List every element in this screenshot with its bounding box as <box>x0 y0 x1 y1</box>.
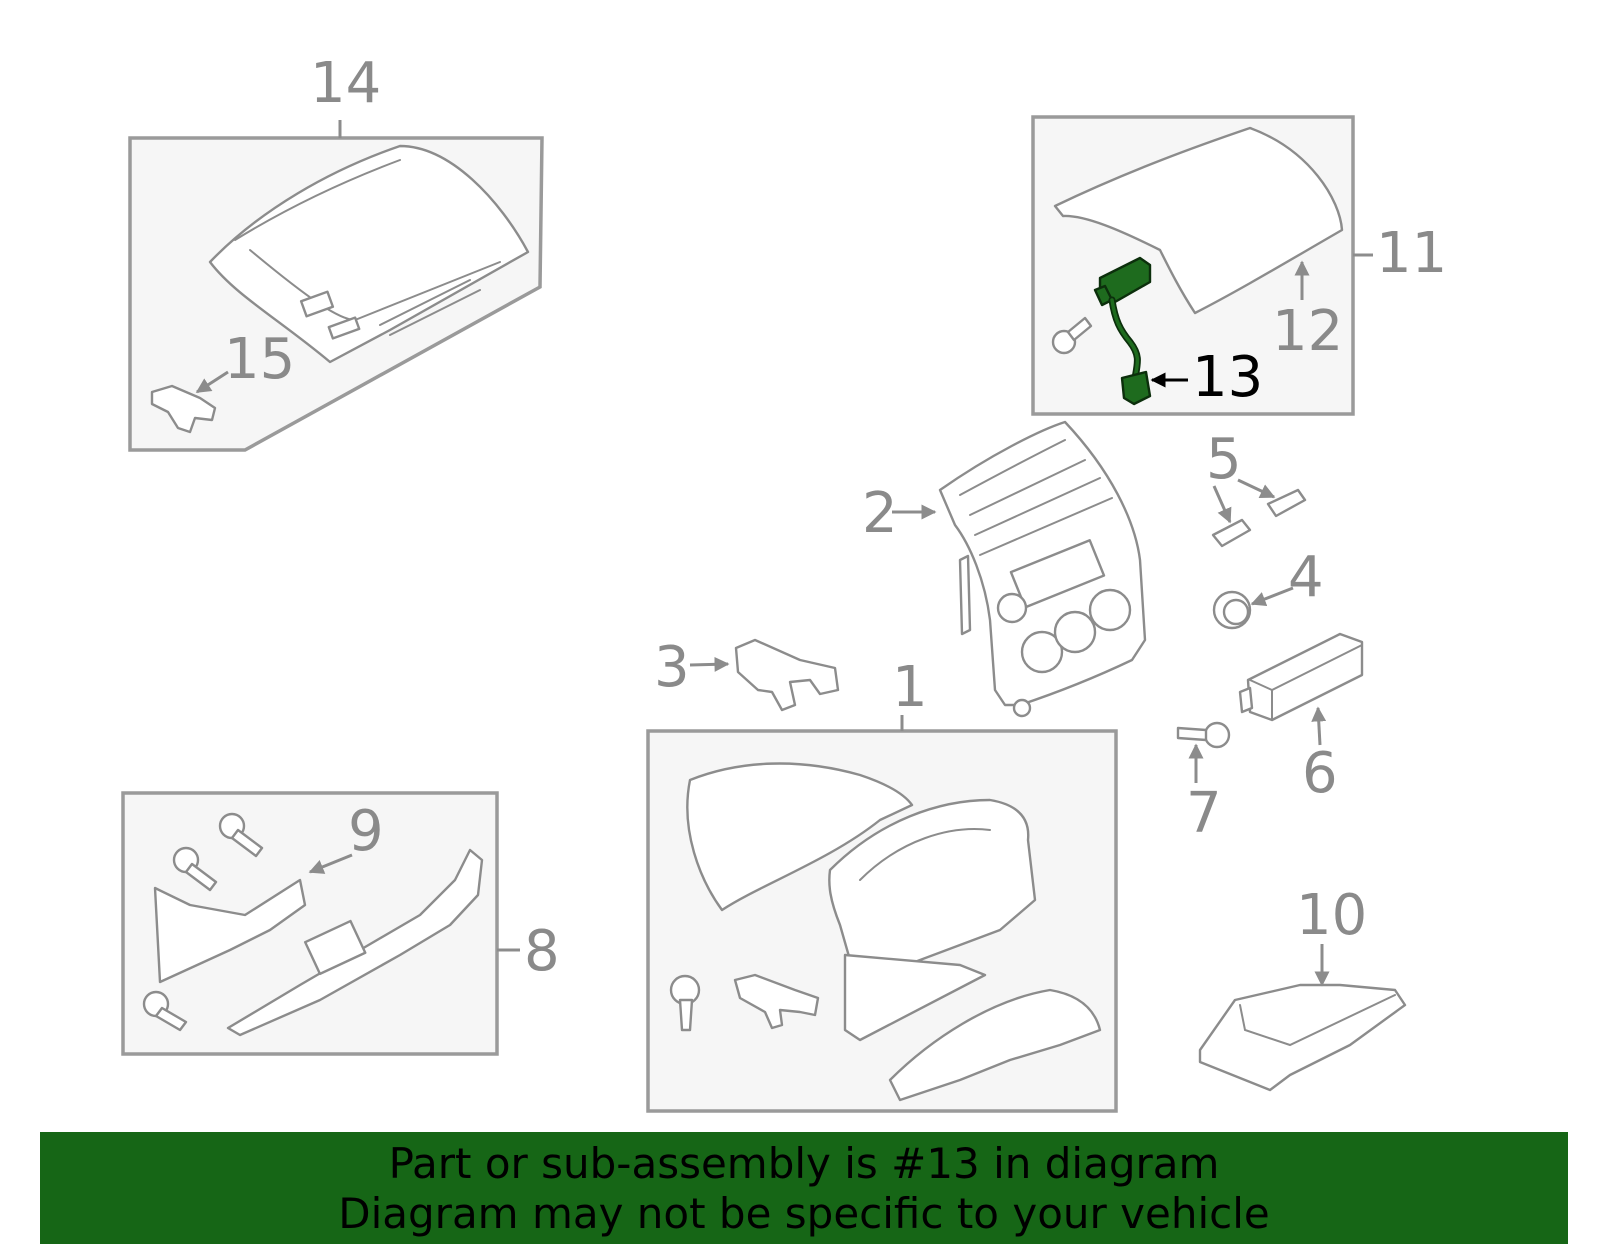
info-banner: Part or sub-assembly is #13 in diagram D… <box>40 1132 1568 1244</box>
knob-4-part <box>1212 590 1252 630</box>
callout-14: 14 <box>310 51 381 116</box>
callout-4: 4 <box>1288 545 1324 610</box>
lower-trim-part <box>226 848 484 1037</box>
callout-1: 1 <box>892 655 928 720</box>
cover-10-part <box>1198 983 1407 1092</box>
panel-9-part <box>153 878 307 984</box>
group-8-box <box>121 791 520 1056</box>
clip-15-part <box>150 384 217 434</box>
banner-disclaimer-text: Diagram may not be specific to your vehi… <box>338 1189 1270 1238</box>
group-14-box <box>128 120 544 452</box>
callout-11: 11 <box>1376 221 1447 286</box>
callout-6: 6 <box>1302 741 1338 806</box>
callout-9: 9 <box>348 799 384 864</box>
clip-5-part <box>1211 488 1307 548</box>
callout-labels: 14 15 11 12 13 2 5 4 3 1 6 7 9 8 10 <box>224 51 1447 984</box>
harness-13-part <box>1093 256 1152 406</box>
screws-part <box>142 812 264 1032</box>
group-11-box <box>1031 115 1373 416</box>
callout-5: 5 <box>1206 427 1242 492</box>
callout-2: 2 <box>862 481 898 546</box>
module-6-part <box>1238 632 1364 722</box>
bracket-3-part <box>734 638 840 712</box>
cover-12-part <box>1053 126 1344 315</box>
callout-15: 15 <box>224 327 295 392</box>
callout-12: 12 <box>1272 299 1343 364</box>
callout-7: 7 <box>1186 781 1222 846</box>
upper-dash-panel-part <box>208 144 530 364</box>
center-bezel-2-part <box>938 420 1147 718</box>
screw-7-part <box>1176 721 1231 749</box>
screw-part <box>1051 316 1093 355</box>
callout-3: 3 <box>654 635 690 700</box>
callout-13: 13 <box>1192 345 1263 410</box>
callout-8: 8 <box>524 919 560 984</box>
banner-part-text: Part or sub-assembly is #13 in diagram <box>388 1139 1220 1188</box>
group-1-box <box>646 715 1118 1113</box>
callout-10: 10 <box>1296 883 1367 948</box>
